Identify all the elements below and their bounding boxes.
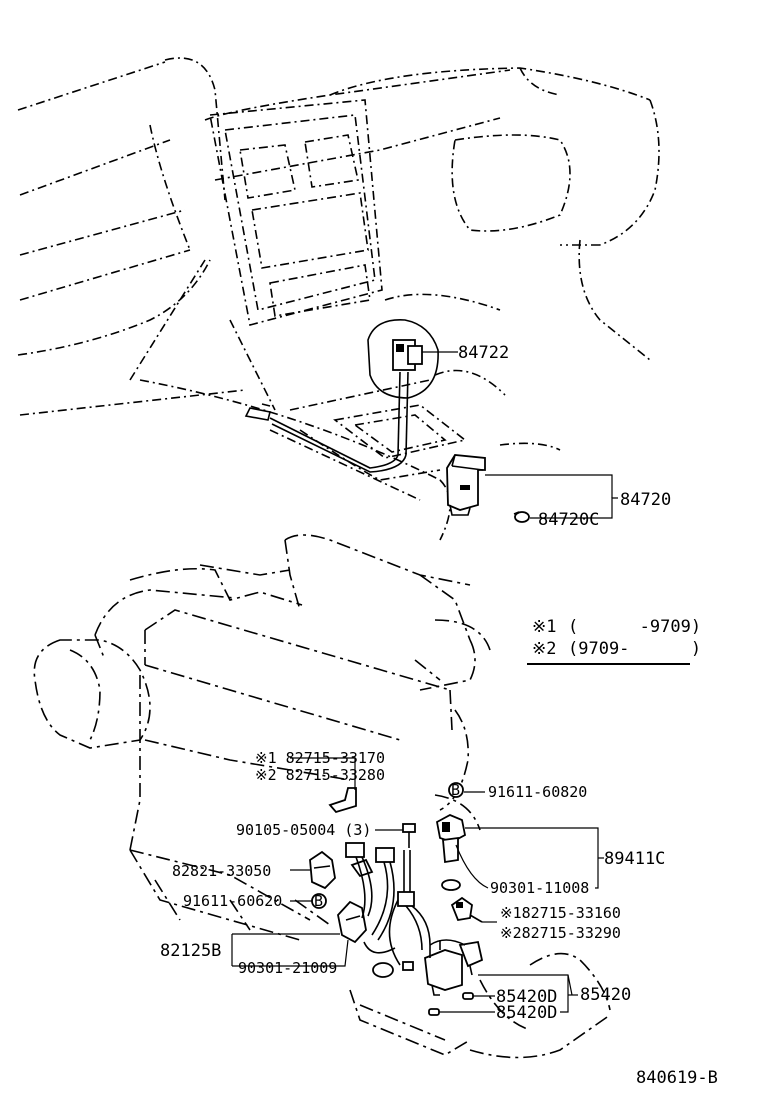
label-90301-21009: 90301-21009 [238,959,337,977]
legend-range-1: ( -9709) [568,617,701,637]
figure-id: 840619-B [636,1068,718,1088]
part-90301-21009-oring [372,962,394,978]
legend-range-2: (9709- ) [568,639,701,659]
label-91611-60820: 91611-60820 [488,783,587,801]
part-82715-33160-connector [450,896,483,923]
part-84722-switch [244,339,423,473]
label-85420D-a: 85420D [496,987,557,1007]
part-84720C-bulb [513,511,530,523]
label-90301-11008: 90301-11008 [490,879,589,897]
label-84720C: 84720C [538,510,599,530]
shift-knob [367,319,439,399]
bolt-mark-b2: B [314,892,323,910]
label-82715-33280: ※2 82715-33280 [255,766,385,784]
label-82125B: 82125B [160,941,221,961]
part-84720-switch [446,454,486,516]
bolt-mark-b1: B [451,781,460,799]
label-91611-60620: 91611-60620 [183,892,282,910]
legend-mark-2: ※2 [532,639,556,659]
bolt-91611-60820: B [448,781,464,799]
label-89411C: 89411C [604,849,665,869]
lower-leaders [231,757,604,1013]
bolt-91611-60620: B [311,892,327,910]
label-84722: 84722 [458,343,509,363]
label-84720: 84720 [620,490,671,510]
label-85420D-b: 85420D [496,1003,557,1023]
label-82715-33290: ※282715-33290 [500,924,621,942]
label-82821-33050: 82821-33050 [172,862,271,880]
part-82125B-harness [337,842,431,971]
part-82821-33050-clamp [309,850,336,890]
label-85420: 85420 [580,985,631,1005]
label-82715-33160: ※182715-33160 [500,904,621,922]
engine-outline [33,534,611,1059]
label-82715-33170: ※1 82715-33170 [255,749,385,767]
part-85420-solenoid [424,939,484,996]
part-90105-05004-bolt [402,823,416,848]
upper-leaders [422,351,618,519]
legend-mark-1: ※1 [532,617,556,637]
label-90105-05004: 90105-05004 (3) [236,821,371,839]
part-82715-bracket [328,787,357,814]
part-89411C-sensor [435,814,467,864]
dashboard-outline [17,57,660,541]
part-90301-11008-oring [441,879,461,891]
